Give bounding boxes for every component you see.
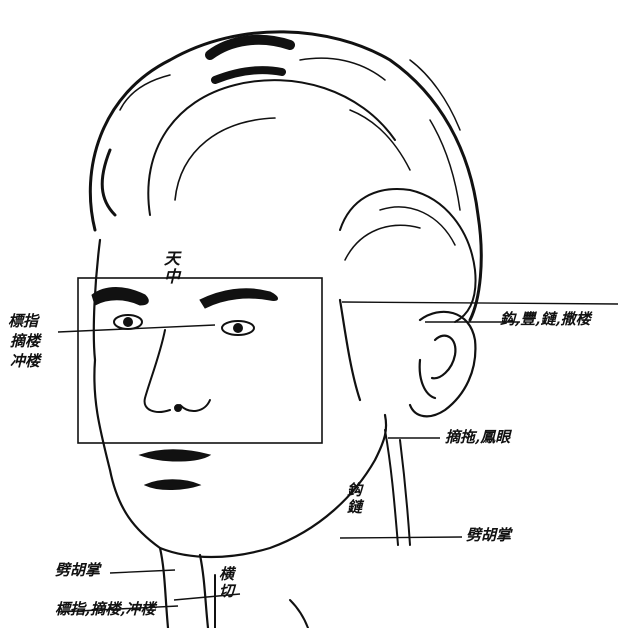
label-left-line-1: 標指 [8, 314, 38, 329]
label-bottom-left-1: 劈胡掌 [55, 563, 100, 578]
label-bottom-left-2: 標指,摘楼,冲楼 [55, 602, 155, 617]
guide-lines [58, 302, 618, 612]
label-right-bottom: 劈胡掌 [466, 528, 511, 543]
mouth [140, 450, 210, 490]
eyebrows [92, 288, 278, 309]
label-left-line-3: 冲楼 [10, 354, 40, 369]
label-neck-vertical-left: 鈎鏈 [346, 482, 361, 516]
label-right-ear-top: 鈎,豐,鏈,撒楼 [500, 312, 591, 327]
label-right-neck: 摘拖,鳳眼 [445, 430, 510, 445]
ear [410, 312, 475, 417]
label-neck-vertical-center: 横切 [218, 566, 233, 600]
nose [145, 330, 210, 412]
label-left-line-2: 摘楼 [10, 334, 40, 349]
target-zone-rect [78, 278, 322, 443]
label-top-center: 天中 [162, 250, 178, 286]
neck [215, 430, 410, 628]
eyes [114, 315, 254, 335]
